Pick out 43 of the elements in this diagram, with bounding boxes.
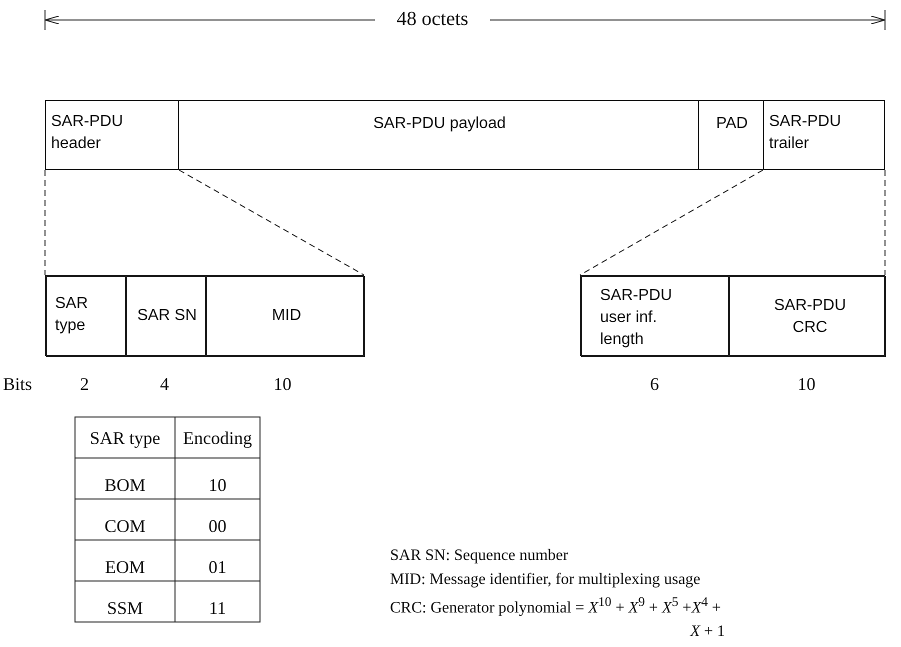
note: MID: Message identifier, for multiplexing usage bbox=[390, 570, 702, 590]
table-cell-text: BOM bbox=[103, 474, 146, 496]
row-label: Bits bbox=[3, 373, 34, 395]
field-group-box bbox=[580, 275, 885, 356]
dashed-expansion-line bbox=[884, 170, 886, 276]
field-label: SAR-PDU CRC bbox=[772, 296, 847, 338]
bit-count: 6 bbox=[649, 373, 660, 395]
table-cell-text: 11 bbox=[208, 597, 228, 619]
note: CRC: Generator polynomial = X$^{10}$ + X$^{9}$ + X$^{5}$ +X$^{4}$ + X + 1 bbox=[390, 593, 725, 642]
bit-count: 10 bbox=[272, 373, 292, 395]
dashed-expansion-line bbox=[178, 170, 364, 276]
field-box bbox=[178, 100, 699, 170]
field-group-box bbox=[45, 275, 364, 356]
field-box bbox=[46, 276, 126, 357]
field-label: SAR-PDU user inf. length bbox=[600, 286, 674, 350]
table-cell-text: 10 bbox=[208, 474, 228, 496]
field-label: SAR-PDU trailer bbox=[769, 112, 842, 154]
field-label: PAD bbox=[715, 114, 749, 134]
bit-count: 4 bbox=[159, 373, 170, 395]
field-label: SAR type bbox=[55, 294, 89, 336]
bit-count: 2 bbox=[79, 373, 90, 395]
dashed-expansion-line bbox=[44, 170, 46, 276]
field-box bbox=[698, 100, 764, 170]
dashed-expansion-line bbox=[580, 170, 764, 276]
note: SAR SN: Sequence number bbox=[390, 546, 570, 566]
table-cell-text: SSM bbox=[106, 597, 144, 619]
field-label: MID bbox=[270, 306, 302, 326]
field-label: SAR SN bbox=[136, 306, 198, 326]
field-box bbox=[729, 276, 886, 357]
table-cell-text: COM bbox=[103, 515, 146, 537]
table-cell-text: 00 bbox=[208, 515, 228, 537]
field-box bbox=[45, 100, 179, 170]
field-box bbox=[763, 100, 885, 170]
field-box bbox=[126, 276, 206, 357]
field-label: SAR-PDU header bbox=[51, 112, 124, 154]
table-cell-text: 01 bbox=[208, 556, 228, 578]
bit-count: 10 bbox=[796, 373, 816, 395]
table-header: SAR type bbox=[88, 427, 162, 449]
field-label: SAR-PDU payload bbox=[372, 114, 507, 134]
field-box bbox=[581, 276, 729, 357]
table-cell-text: EOM bbox=[104, 556, 146, 578]
field-box bbox=[206, 276, 365, 357]
table-header: Encoding bbox=[182, 427, 253, 449]
